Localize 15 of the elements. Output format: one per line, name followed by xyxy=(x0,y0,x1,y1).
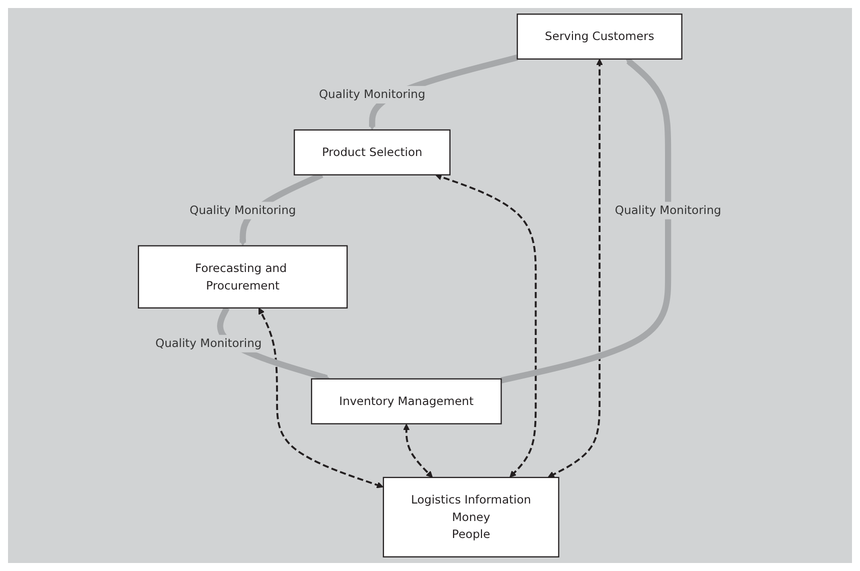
arrow xyxy=(258,308,384,488)
edge-label: Quality Monitoring xyxy=(156,336,262,350)
arrow xyxy=(435,174,537,478)
diagram-background: Quality Monitoring Quality Monitoring Quality Monitoring Quality Monitoring Serving Customers Inventory Management Logistics Information Money People Product Selection Forecasting and Procurement xyxy=(8,8,852,563)
edge-label: Quality Monitoring xyxy=(319,87,426,102)
arrow xyxy=(548,58,604,478)
node-box xyxy=(294,129,451,176)
node-box xyxy=(383,476,560,558)
node-box xyxy=(138,245,348,309)
edge-label: Quality Monitoring xyxy=(190,203,296,218)
node-box xyxy=(516,14,683,60)
edge-label: Quality Monitoring xyxy=(615,203,722,218)
node-box xyxy=(311,378,502,424)
arrow xyxy=(403,424,433,478)
arrow xyxy=(500,58,672,384)
